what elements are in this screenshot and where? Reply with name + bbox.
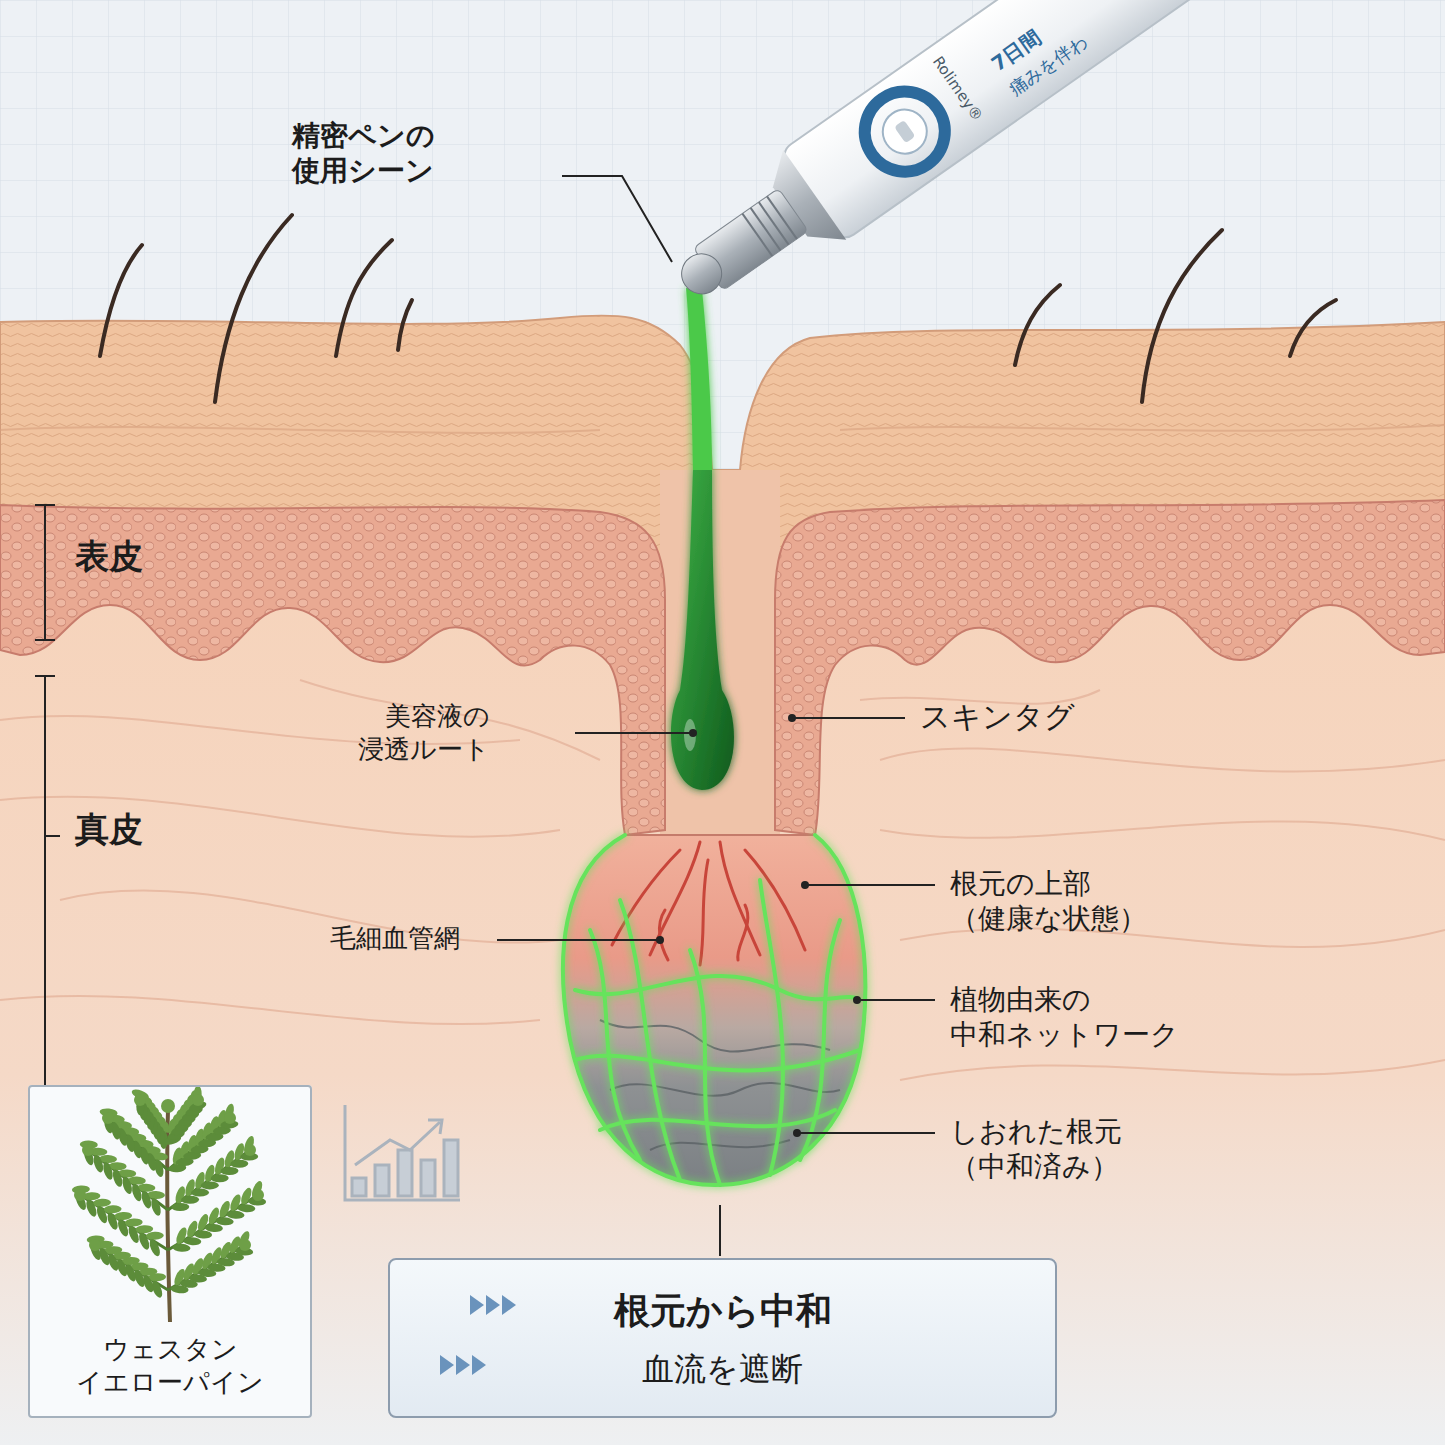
pine-sprig [84,1198,98,1218]
pine-sprig [252,1189,264,1201]
pine-sprig [102,1112,114,1124]
pine-sprig [74,1189,86,1201]
pine-sprig [95,1205,109,1225]
pine-sprig [114,1212,132,1221]
pine-sprig [215,1217,233,1226]
pine-sprig [226,1210,244,1219]
callout-label: しおれた根元 （中和済み） [950,1114,1200,1184]
pine-sprig [92,1154,105,1174]
pine-sprig [134,1094,146,1106]
pine-sprig [237,1204,255,1213]
summary-box: 根元から中和血流を遮断 [388,1258,1057,1418]
pine-sprig [194,1230,212,1239]
callout-label: 毛細血管網 [330,922,460,955]
pine-sprig [201,1181,219,1189]
pine-sprig [220,1167,238,1175]
callout-label: 根元の上部 （健康な状態） [950,866,1200,936]
pine-sprig [140,1190,153,1210]
pine-sprig [149,1197,162,1217]
pine-sprig [101,1161,114,1181]
layer-label: 表皮 [75,535,143,578]
pine-sprig [137,1231,151,1251]
layer-label: 真皮 [75,808,143,851]
pine-sprig [244,1144,256,1156]
pine-sprig [191,1188,209,1196]
callout-label: スキンタグ [920,698,1075,736]
pine-sprig [181,1196,199,1204]
pine-sprig [93,1198,111,1207]
pine-sprig [116,1218,130,1238]
pine-sprig [146,1231,164,1240]
pine-sprig [183,1237,201,1246]
pine-sprig [205,1223,223,1232]
pine-sprig [172,1243,190,1252]
pine-sprig [127,1225,141,1245]
pine-sprig [135,1225,153,1234]
pine-sprig [211,1174,229,1182]
pine-sprig [82,1144,94,1156]
pine-sprig [239,1239,251,1251]
pine-sprig [161,1099,175,1113]
callout-label: 美容液の 浸透ルート [330,700,490,765]
plant-card: ウェスタン イエローパイン [28,1085,312,1418]
pine-sprig [89,1239,101,1251]
pine-sprig [105,1211,119,1231]
callout-label: 植物由来の 中和ネットワーク [950,982,1230,1052]
pine-sprig [224,1112,236,1124]
brand-mark: Rolimey® [930,54,985,124]
box-text: 血流を遮断 [642,1349,803,1389]
pine-sprig [171,1203,189,1211]
pine-sprig [121,1176,134,1196]
box-heading: ウェスタン イエローパイン [70,1333,270,1398]
pine-sprig [111,1168,124,1188]
pine-sprig [148,1238,162,1258]
callout-label: 精密ペンの 使用シーン [292,118,467,188]
pine-sprig [130,1183,143,1203]
pine-sprig [192,1094,204,1106]
box-heading: 根元から中和 [614,1288,832,1333]
pine-sprig [230,1160,248,1168]
